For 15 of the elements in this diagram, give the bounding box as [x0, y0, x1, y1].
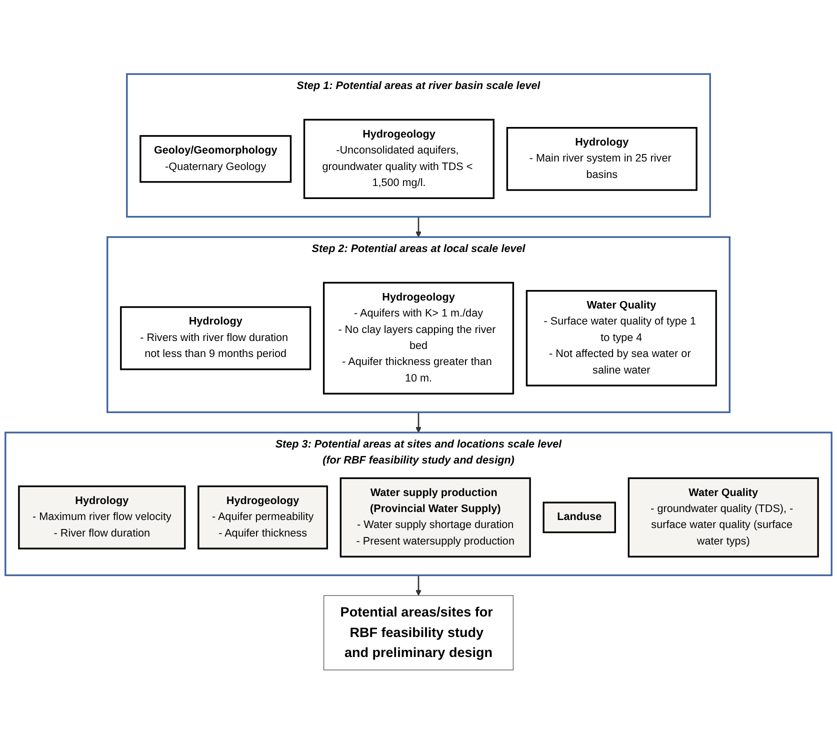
node-box: Hydrogeology -Unconsolidated aquifers, groundwater quality with TDS < 1,500 mg/l. [303, 118, 494, 200]
node-box: Water Quality - groundwater quality (TDS), - surface water quality (surface water typs) [628, 477, 819, 558]
node-box: Potential areas/sites for RBF feasibility study and preliminary design [323, 595, 514, 670]
arrow [416, 575, 422, 596]
arrow [416, 412, 422, 433]
node-box: Geoloy/Geomorphology -Quaternary Geology [140, 135, 292, 183]
arrow [416, 216, 422, 238]
node-box: Landuse [542, 502, 616, 534]
node-box: Hydrology - Main river system in 25 river basins [506, 126, 698, 191]
node-box: Water supply production (Provincial Water Supply) - Water supply shortage duration - Present watersupply production [340, 477, 531, 558]
node-box: Hydrology - Rivers with river flow duration not less than 9 months period [120, 306, 312, 370]
node-box: Hydrogeology - Aquifers with K> 1 m./day - No clay layers capping the river bed - Aquifer thickness greater than 10 m. [322, 282, 514, 394]
node-box: Hydrogeology - Aquifer permeability - Aquifer thickness [198, 485, 328, 550]
node-box: Water Quality - Surface water quality of type 1 to type 4 - Not affected by sea water or saline water [526, 290, 717, 386]
node-box: Hydrology - Maximum river flow velocity - River flow duration [18, 485, 186, 550]
